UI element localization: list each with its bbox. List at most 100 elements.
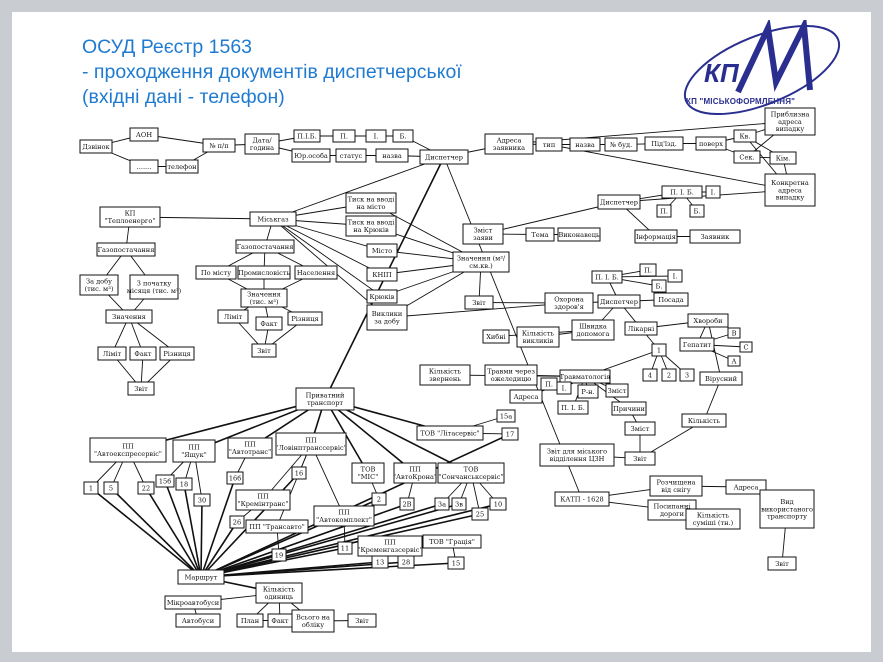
node-label: обліку [302, 621, 324, 629]
node-label: № п/п [209, 142, 229, 150]
node-tov-litaservis: ТОВ "Літасервіс" [416, 425, 484, 441]
node-aon: АОН [129, 127, 159, 142]
node-adresa4: Адреса [725, 479, 767, 495]
connector-vyklyky-okhorona [386, 302, 570, 318]
node-zvit-l: Звіт [127, 381, 155, 396]
node-frame [769, 151, 797, 165]
node-label: Кількість [522, 330, 555, 338]
node-label: 3в [455, 500, 463, 508]
node-frame [129, 159, 159, 174]
node-frame [539, 443, 615, 467]
node-frame [727, 327, 741, 339]
node-label: "МІС" [358, 473, 378, 481]
title-line-1: ОСУД Реєстр 1563 [82, 36, 253, 58]
node-label: 30 [198, 496, 206, 504]
node-riznytsya-l: Різниця [159, 346, 195, 361]
node-frame [393, 462, 437, 484]
node-dots: ....... [129, 159, 159, 174]
node-n1: 1 [651, 343, 667, 357]
node-label: П.І.Б. [297, 132, 317, 140]
node-frame [99, 206, 161, 228]
node-kim: Кім. [769, 151, 797, 165]
node-frame [291, 466, 307, 480]
node-frame [653, 292, 689, 307]
node-frame [293, 129, 321, 143]
node-frame [335, 148, 367, 163]
node-label: використаного [761, 505, 813, 513]
node-label: ПП [409, 466, 421, 474]
node-label: статус [340, 152, 363, 160]
node-label: 13 [376, 558, 384, 566]
node-label: поверх [699, 140, 723, 148]
node-label: Звіт [355, 617, 369, 625]
node-label: Травми через [487, 368, 535, 376]
node-frame [392, 129, 414, 143]
node-label: Кім. [776, 154, 790, 162]
node-label: см.кв.) [469, 262, 493, 270]
node-rn: Р-н. [577, 384, 599, 399]
node-posada: Посада [653, 292, 689, 307]
node-tov-sonchans: ТОВ"Сончанськсервіс" [437, 462, 505, 484]
node-frame [347, 613, 377, 628]
node-frame [240, 288, 288, 308]
node-r15: 15 [447, 556, 465, 570]
node-frame [217, 309, 249, 324]
node-label: Ліміт [103, 350, 122, 358]
node-label: Приблизна [771, 111, 810, 119]
node-frame [733, 129, 757, 143]
node-label: АОН [136, 131, 152, 139]
node-label: По місту [201, 269, 231, 277]
node-label: Охорона [554, 296, 584, 304]
node-r18: 18 [175, 477, 193, 491]
node-label: Звіт для міського [547, 448, 607, 456]
connector-dyspetcher-katp [443, 156, 583, 500]
node-marshrut: Маршрут [177, 569, 225, 585]
node-fakt-l: Факт [129, 346, 157, 361]
node-telefon: телефон [165, 159, 199, 174]
node-frame [535, 137, 563, 152]
node-mikroavtobus: Мікроавтобуси [164, 595, 222, 610]
node-naselennya: Населення [294, 265, 338, 280]
node-label: КНІП [372, 271, 391, 279]
node-b2: Б. [689, 204, 705, 218]
node-frame [639, 263, 657, 277]
node-n17: 17 [501, 427, 519, 441]
node-frame [227, 437, 273, 459]
node-label: Б. [694, 207, 701, 215]
node-label: телефон [167, 163, 197, 171]
node-label: ТОВ "Літасервіс" [420, 429, 479, 437]
node-label: Конкретна [771, 179, 809, 187]
node-label: назва [382, 152, 402, 160]
node-label: випадку [776, 194, 805, 202]
node-r3a: 3а [434, 497, 450, 511]
node-r30: 30 [193, 493, 211, 507]
node-frame [294, 265, 338, 280]
node-label: Виклики [372, 310, 403, 318]
node-frame [291, 148, 331, 163]
node-pp-avtotrans: ПП"Автотранс" [227, 437, 273, 459]
node-label: Маршрут [185, 573, 218, 581]
node-limit-l: Ліміт [97, 346, 127, 361]
node-frame [159, 346, 195, 361]
node-label: Вірусний [705, 375, 738, 383]
node-label: Диспетчер [600, 298, 638, 306]
node-label: транспорт [307, 399, 343, 407]
node-p3: П. [639, 263, 657, 277]
node-label: Крюків [369, 293, 394, 301]
node-typ: тип [535, 137, 563, 152]
node-frame [137, 481, 155, 495]
node-label: 28 [402, 558, 410, 566]
connector-r30-marshrut [200, 499, 203, 578]
node-label: 1 [89, 484, 93, 492]
node-frame [597, 194, 641, 210]
node-label: 3 [685, 371, 689, 379]
node-gb: В [727, 327, 741, 339]
node-nomer: № п/п [202, 138, 236, 153]
node-nazva: назва [375, 148, 409, 163]
connector-pp_lovinptrans-pp_trans_avto [276, 443, 312, 527]
node-frame [482, 329, 510, 344]
connector-typ-konkr [548, 144, 791, 191]
node-label: випадку [776, 125, 805, 133]
